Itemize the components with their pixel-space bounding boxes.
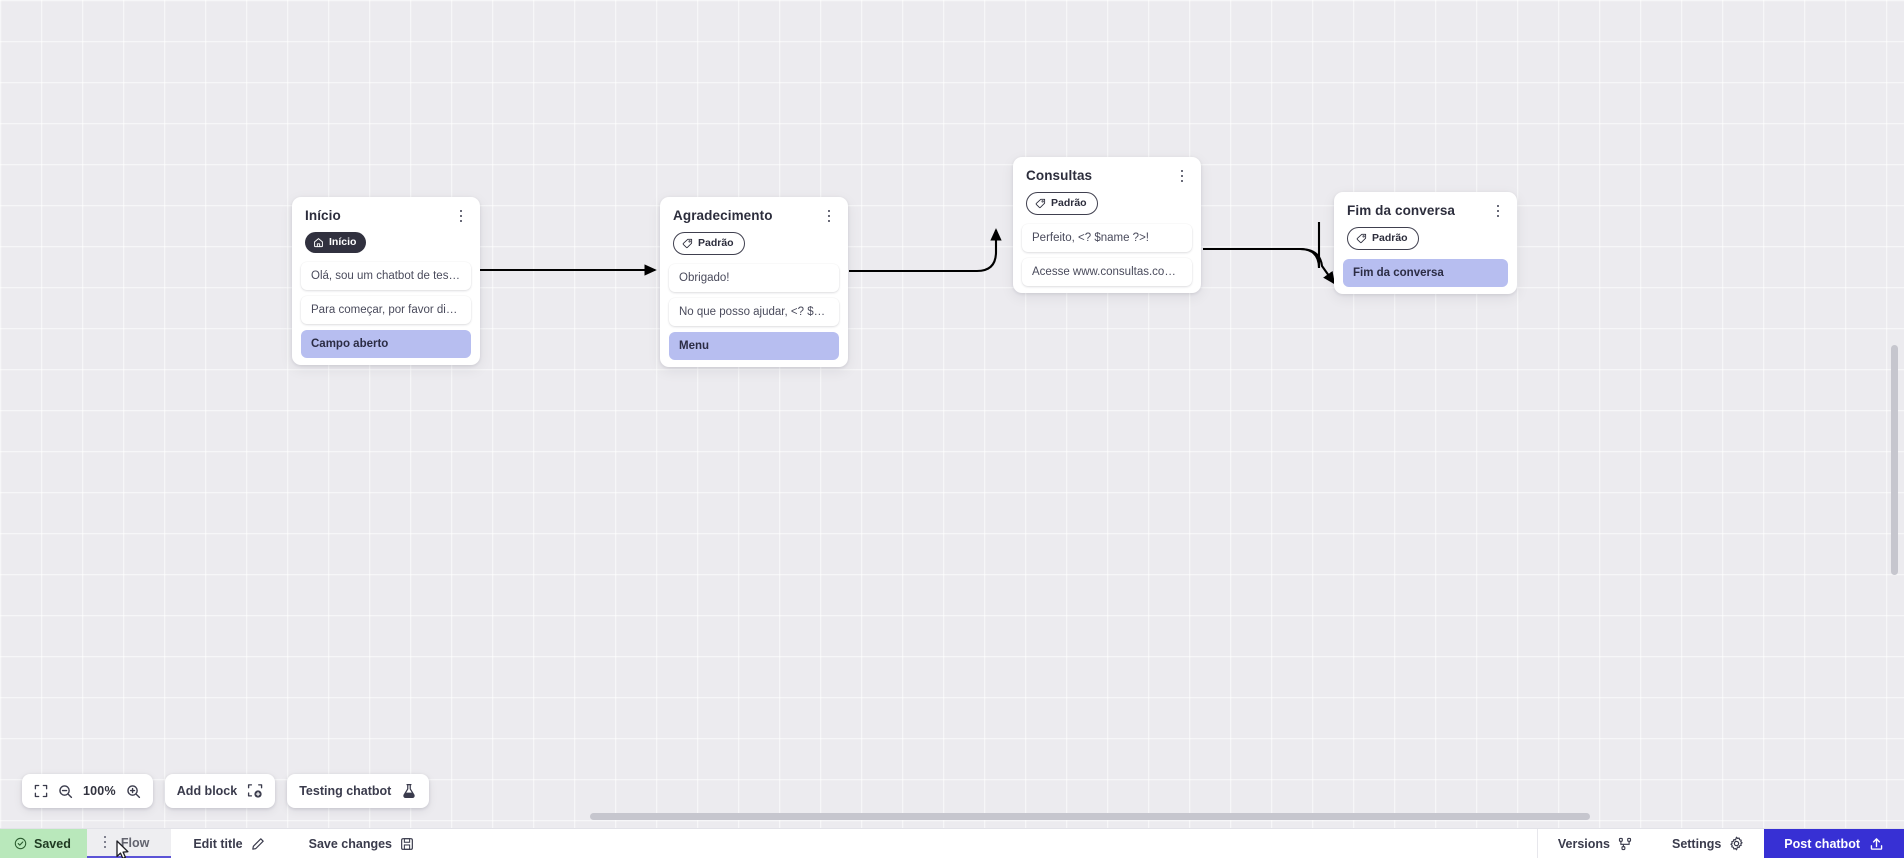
settings-button[interactable]: Settings bbox=[1652, 829, 1764, 858]
node-menu-icon[interactable] bbox=[821, 207, 837, 225]
node-rows: Obrigado! No que posso ajudar, <? $name … bbox=[660, 255, 848, 360]
post-chatbot-button[interactable]: Post chatbot bbox=[1764, 829, 1904, 858]
node-badge-padrao[interactable]: Padrão bbox=[1347, 227, 1419, 250]
edge-agradecimento-consultas bbox=[849, 228, 1002, 273]
node-menu-icon[interactable] bbox=[1174, 167, 1190, 185]
bottom-bar: Saved Flow Edit title Save changes bbox=[0, 828, 1904, 858]
canvas-toolbar: 100% Add block bbox=[22, 774, 430, 808]
node-row[interactable]: Olá, sou um chatbot de teste! bbox=[301, 262, 471, 290]
node-rows: Fim da conversa bbox=[1334, 250, 1517, 287]
add-block-button[interactable]: Add block bbox=[164, 774, 276, 808]
node-row[interactable]: Acesse www.consultas.com par... bbox=[1022, 258, 1192, 286]
versions-button[interactable]: Versions bbox=[1536, 829, 1652, 858]
node-badges: Início bbox=[292, 225, 480, 253]
home-icon bbox=[314, 238, 323, 248]
bottom-bar-left: Saved Flow Edit title Save changes bbox=[0, 829, 436, 858]
node-row[interactable]: Perfeito, <? $name ?>! bbox=[1022, 224, 1192, 252]
zoom-out-icon[interactable] bbox=[58, 784, 73, 799]
flow-canvas[interactable]: Início Início Olá, sou um chatbot de tes… bbox=[0, 0, 1904, 828]
horizontal-scrollbar-thumb[interactable] bbox=[590, 813, 1590, 820]
flow-connectors bbox=[480, 222, 1336, 285]
bottom-bar-right: Versions Settings Post chatbot bbox=[1536, 829, 1904, 858]
vertical-scrollbar[interactable] bbox=[1889, 0, 1900, 828]
vertical-scrollbar-thumb[interactable] bbox=[1891, 345, 1898, 575]
testing-chatbot-button[interactable]: Testing chatbot bbox=[287, 774, 430, 808]
node-menu-icon[interactable] bbox=[1490, 202, 1506, 220]
badge-label: Padrão bbox=[698, 237, 734, 250]
node-badge-padrao[interactable]: Padrão bbox=[673, 232, 745, 255]
post-chatbot-label: Post chatbot bbox=[1784, 836, 1860, 851]
node-header: Início bbox=[292, 197, 480, 225]
versions-label: Versions bbox=[1557, 836, 1610, 851]
node-title: Início bbox=[305, 208, 341, 223]
badge-label: Início bbox=[329, 236, 357, 249]
saved-label: Saved bbox=[34, 836, 71, 851]
badge-label: Padrão bbox=[1051, 197, 1087, 210]
node-header: Agradecimento bbox=[660, 197, 848, 225]
status-badge-saved: Saved bbox=[0, 829, 87, 858]
node-badges: Padrão bbox=[1334, 220, 1517, 250]
node-header: Fim da conversa bbox=[1334, 192, 1517, 220]
tab-flow-label: Flow bbox=[120, 835, 150, 850]
flow-node-fim-da-conversa[interactable]: Fim da conversa Padrão Fim da conversa bbox=[1334, 192, 1517, 294]
edge-consultas-fim-tail bbox=[1203, 247, 1336, 285]
floppy-disk-icon bbox=[401, 837, 413, 850]
branch-icon bbox=[1618, 837, 1632, 850]
node-badge-padrao[interactable]: Padrão bbox=[1026, 192, 1098, 215]
add-block-icon bbox=[247, 783, 263, 799]
edge-consultas-fim bbox=[1203, 222, 1321, 269]
node-row-accent[interactable]: Fim da conversa bbox=[1343, 259, 1508, 287]
flow-node-agradecimento[interactable]: Agradecimento Padrão Obrigado! No que po… bbox=[660, 197, 848, 367]
zoom-level-label: 100% bbox=[83, 784, 116, 798]
node-title: Consultas bbox=[1026, 168, 1093, 183]
zoom-in-icon[interactable] bbox=[126, 784, 141, 799]
upload-icon bbox=[1870, 838, 1883, 850]
zoom-controls: 100% bbox=[22, 774, 153, 808]
check-circle-icon bbox=[14, 837, 27, 850]
save-changes-button[interactable]: Save changes bbox=[287, 829, 436, 858]
node-rows: Olá, sou um chatbot de teste! Para começ… bbox=[292, 253, 480, 358]
node-badges: Padrão bbox=[1013, 185, 1201, 215]
tab-flow[interactable]: Flow bbox=[86, 829, 172, 858]
node-title: Fim da conversa bbox=[1347, 203, 1456, 218]
node-rows: Perfeito, <? $name ?>! Acesse www.consul… bbox=[1013, 215, 1201, 286]
edit-title-label: Edit title bbox=[193, 836, 243, 851]
pencil-icon bbox=[251, 837, 264, 850]
node-menu-icon[interactable] bbox=[453, 207, 469, 225]
node-row-accent[interactable]: Menu bbox=[669, 332, 839, 360]
settings-label: Settings bbox=[1671, 836, 1722, 851]
edit-title-button[interactable]: Edit title bbox=[171, 829, 286, 858]
save-changes-label: Save changes bbox=[308, 836, 393, 851]
fit-screen-icon[interactable] bbox=[34, 784, 48, 798]
horizontal-scrollbar[interactable] bbox=[0, 811, 1904, 822]
node-row[interactable]: Para começar, por favor digite o ... bbox=[301, 296, 471, 324]
flask-icon bbox=[401, 783, 417, 799]
flow-node-consultas[interactable]: Consultas Padrão Perfeito, <? $name ?>! … bbox=[1013, 157, 1201, 293]
tag-icon bbox=[1035, 198, 1046, 209]
tag-icon bbox=[682, 238, 693, 249]
gear-icon bbox=[1730, 836, 1743, 851]
node-header: Consultas bbox=[1013, 157, 1201, 185]
badge-label: Padrão bbox=[1372, 232, 1408, 245]
testing-chatbot-label: Testing chatbot bbox=[299, 784, 392, 798]
node-row[interactable]: No que posso ajudar, <? $name ... bbox=[669, 298, 839, 326]
node-row-accent[interactable]: Campo aberto bbox=[301, 330, 471, 358]
node-badge-inicio[interactable]: Início bbox=[305, 232, 367, 253]
flow-tab-menu-icon[interactable] bbox=[97, 833, 113, 851]
tag-icon bbox=[1356, 233, 1367, 244]
node-badges: Padrão bbox=[660, 225, 848, 255]
flow-node-inicio[interactable]: Início Início Olá, sou um chatbot de tes… bbox=[292, 197, 480, 365]
node-title: Agradecimento bbox=[673, 208, 773, 223]
node-row[interactable]: Obrigado! bbox=[669, 264, 839, 292]
add-block-label: Add block bbox=[176, 784, 238, 798]
